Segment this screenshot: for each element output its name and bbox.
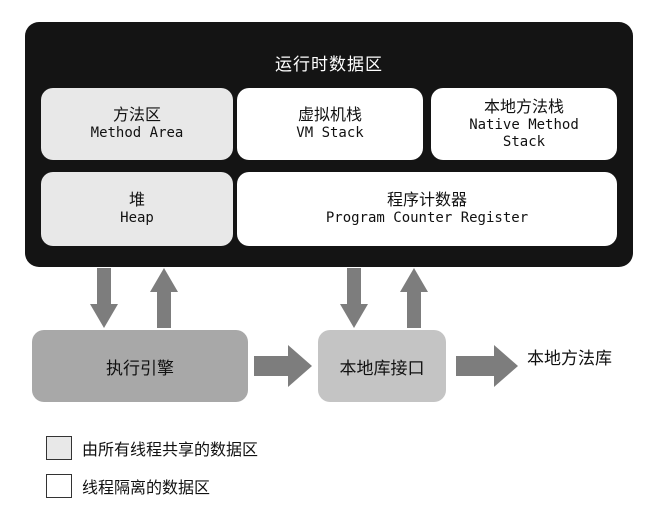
program-counter-register: 程序计数器 Program Counter Register [237,172,617,246]
method-area-label-en: Method Area [90,125,184,142]
arrow-engine-to-interface [254,345,312,387]
heap: 堆 Heap [41,172,233,246]
native-method-stack-label-en: Native Method Stack [469,116,579,151]
legend-shared: 由所有线程共享的数据区 [46,436,258,460]
legend-private: 线程隔离的数据区 [46,474,210,498]
runtime-data-area: 运行时数据区 方法区 Method Area 虚拟机栈 VM Stack 本地方… [25,22,633,267]
execution-engine-label: 执行引擎 [106,358,174,379]
arrow-up-from-native-interface [400,268,428,328]
legend-private-swatch [46,474,72,498]
arrow-up-from-engine [150,268,178,328]
method-area: 方法区 Method Area [41,88,233,160]
method-area-label-zh: 方法区 [112,105,161,125]
legend-shared-swatch [46,436,72,460]
native-library-interface-label: 本地库接口 [339,358,425,379]
arrow-down-to-native-interface [340,268,368,328]
heap-label-en: Heap [120,210,154,227]
native-library-interface: 本地库接口 [318,330,446,402]
native-method-stack-label-zh: 本地方法栈 [483,96,564,116]
legend-private-label: 线程隔离的数据区 [82,478,211,497]
execution-engine: 执行引擎 [32,330,248,402]
arrow-down-to-engine [90,268,118,328]
program-counter-label-zh: 程序计数器 [386,190,467,210]
vm-stack: 虚拟机栈 VM Stack [237,88,423,160]
heap-label-zh: 堆 [128,190,145,210]
program-counter-label-en: Program Counter Register [325,210,529,227]
vm-stack-label-en: VM Stack [296,125,364,142]
vm-stack-label-zh: 虚拟机栈 [297,105,362,125]
arrow-interface-to-native-library [456,345,518,387]
native-method-stack: 本地方法栈 Native Method Stack [431,88,617,160]
legend-shared-label: 由所有线程共享的数据区 [82,440,259,459]
native-method-library: 本地方法库 [527,349,612,369]
runtime-data-area-title: 运行时数据区 [275,55,383,75]
